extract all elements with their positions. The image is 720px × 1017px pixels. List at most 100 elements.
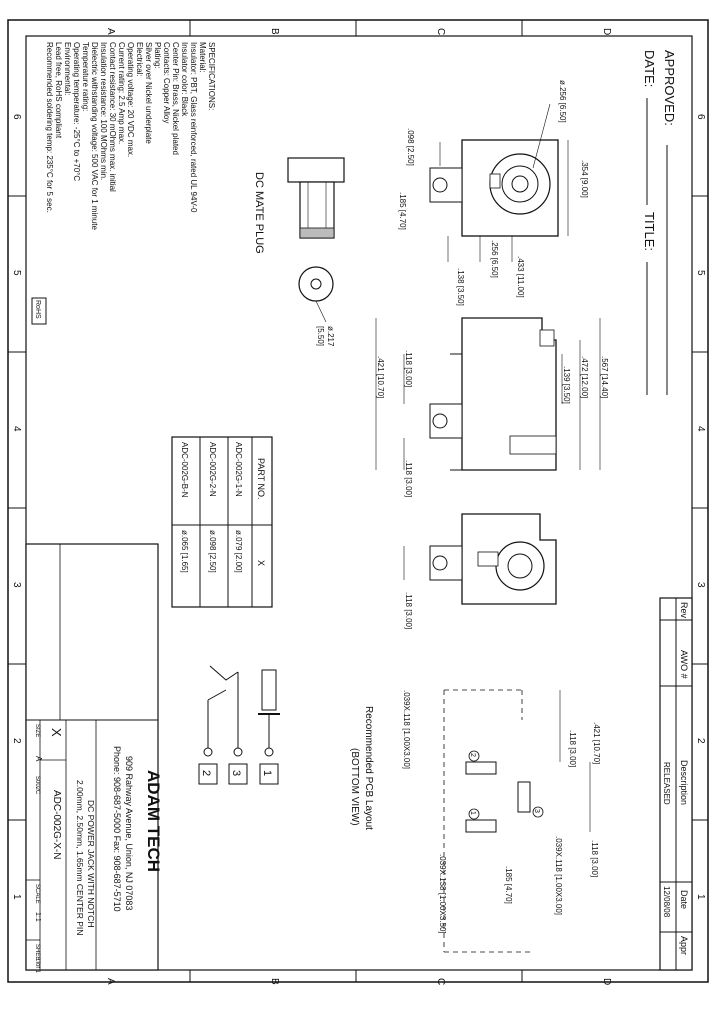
part-row-2-x: ø.098 [2.50] — [208, 530, 217, 573]
company-phone: Phone: 908-687-5000 Fax: 908-687-5710 — [112, 746, 122, 912]
dwg-no: S002C — [34, 776, 40, 795]
pcb-dim-7: .039X.138 [1.00X3.50] — [438, 854, 447, 934]
sheet-label: SHEET — [34, 944, 40, 964]
part-table: PART NO. X ADC-002G-1-N ø.079 [2.00] ADC… — [171, 436, 273, 608]
rev-date: 12/08/08 — [662, 886, 671, 918]
approved-label: APPROVED: — [662, 50, 677, 126]
schematic-pin-3: 3 — [230, 770, 242, 776]
zone-number-6-left: 6 — [11, 114, 22, 120]
pcb-subtitle: (BOTTOM VIEW) — [349, 748, 360, 826]
front-view: .118 [3.00] — [403, 513, 557, 629]
zone-number-6-right: 6 — [695, 114, 706, 120]
mate-plug-label: DC MATE PLUG — [253, 172, 265, 254]
drawing-part-no: ADC-002G-X-N — [51, 790, 62, 859]
zone-number-4-left: 4 — [11, 426, 22, 432]
spec-line-3: Insulator color: Black — [180, 42, 189, 117]
pcb-dim-6: .185 [4.70] — [504, 866, 513, 904]
spec-line-14: Temperature rating: — [81, 42, 90, 111]
part-row-2-pn: ADC-002G-2-N — [208, 442, 217, 497]
x-mark: X — [49, 728, 64, 737]
top-dim-6: .433 [11.00] — [516, 256, 525, 298]
rev-header-awo: AWO # — [679, 650, 689, 679]
schematic: 1 3 2 — [198, 665, 280, 785]
pcb-layout: Recommended PCB Layout (BOTTOM VIEW) 2 1… — [349, 689, 601, 953]
spec-line-13: Dielectric withstanding voltage: 500 VAC… — [90, 42, 99, 230]
spec-line-18: Recommended soldering temp: 235°C for 5 … — [45, 42, 54, 213]
spec-line-10: Current rating: 2.5 Amp max. — [117, 42, 126, 144]
spec-line-5: Contacts: Copper Alloy — [162, 42, 171, 123]
rev-header-date: Date — [679, 890, 689, 909]
zone-number-5-right: 5 — [695, 270, 706, 276]
side-dim-6: .118 [3.00] — [404, 460, 413, 497]
zone-number-2-left: 2 — [11, 738, 22, 744]
outer-frame — [7, 19, 709, 983]
pcb-dim-3: .118 [3.00] — [568, 730, 577, 767]
zone-letter-d-top: D — [601, 28, 612, 35]
front-dim-1: .118 [3.00] — [404, 592, 413, 629]
part-row-1-pn: ADC-002G-1-N — [234, 442, 243, 497]
spec-line-8: Electrical: — [135, 42, 144, 77]
zone-letter-b-bottom: B — [269, 978, 280, 985]
spec-line-1: Material: — [198, 42, 207, 73]
specifications: SPECIFICATIONS: Material: Insulator: PBT… — [45, 42, 216, 230]
mate-plug-dim-mm: [5.50] — [316, 326, 325, 346]
zone-letter-a-bottom: A — [105, 978, 116, 985]
zone-letter-d-bottom: D — [601, 978, 612, 985]
size-value: A — [34, 756, 43, 762]
rohs-logo: RoHS — [31, 297, 47, 325]
spec-line-9: Operating voltage: 20 VDC max. — [126, 42, 135, 157]
zone-letter-c-top: C — [435, 28, 446, 35]
part-row-3-pn: ADC-002G-B-N — [180, 442, 189, 498]
pcb-title: Recommended PCB Layout — [363, 706, 374, 830]
spec-line-17: Lead free, RoHS compliant — [54, 42, 63, 139]
pcb-pad-2-label: 2 — [469, 753, 476, 757]
part-row-1-x: ø.079 [2.00] — [234, 530, 243, 573]
date-label: DATE: — [642, 50, 657, 87]
top-view: ø.256 [6.50] .098 [2.50] .354 [9.00] .18… — [398, 80, 589, 306]
scale-label: SCALE — [34, 884, 40, 904]
zone-letter-b-top: B — [269, 28, 280, 35]
spec-line-0: SPECIFICATIONS: — [207, 42, 216, 110]
zone-number-4-right: 4 — [695, 426, 706, 432]
size-label: SIZE — [34, 724, 40, 737]
part-table-header-part: PART NO. — [256, 458, 266, 500]
zone-letter-a-top: A — [105, 28, 116, 35]
zone-numbers-left: 6 5 4 3 2 1 — [11, 114, 22, 900]
spec-line-4: Center Pin: Brass, Nickel plated — [171, 42, 180, 155]
revision-table: Rev AWO # Description Date Appr RELEASED… — [659, 597, 693, 971]
part-table-header-x: X — [256, 560, 266, 566]
scale-value: 1:1 — [34, 912, 41, 922]
title-block: ADAM TECH 909 Rahway Avenue, Union, NJ 0… — [25, 543, 163, 974]
zone-number-1-left: 1 — [11, 894, 22, 900]
rohs-text: RoHS — [34, 300, 41, 319]
schematic-pin-2: 2 — [200, 770, 212, 776]
top-dim-7: .138 [3.50] — [456, 268, 465, 306]
zone-number-2-right: 2 — [695, 738, 706, 744]
zone-number-3-left: 3 — [11, 582, 22, 588]
company-address: 909 Rahway Avenue, Union, NJ 07083 — [124, 756, 134, 910]
top-dim-5: .256 [6.50] — [490, 240, 499, 278]
zone-letter-c-bottom: C — [435, 978, 446, 985]
title-label: TITLE: — [642, 212, 657, 251]
zone-number-3-right: 3 — [695, 582, 706, 588]
pcb-dim-1: .039X.118 [1.00X3.00] — [402, 690, 411, 769]
zone-number-1-right: 1 — [695, 894, 706, 900]
spec-line-11: Contact resistance: 30 mOhms max. initia… — [108, 42, 117, 192]
side-dim-5: .118 [3.00] — [404, 350, 413, 387]
rev-header-rev: Rev — [679, 602, 689, 619]
side-dim-3: .139 [3.50] — [562, 366, 571, 404]
side-dim-1: .567 [14.40] — [600, 356, 609, 398]
zone-letters-top: A B C D — [105, 28, 612, 35]
zone-letters-bottom: A B C D — [105, 978, 612, 985]
side-dim-2: .472 [12.00] — [580, 356, 589, 398]
part-row-3-x: ø.065 [1.65] — [180, 530, 189, 573]
top-dim-4: .185 [4.70] — [398, 192, 407, 230]
approval-block: APPROVED: DATE: TITLE: — [642, 50, 677, 395]
spec-line-16: Environmental: — [63, 42, 72, 95]
top-dim-1: ø.256 [6.50] — [558, 80, 567, 123]
top-dim-2: .098 [2.50] — [406, 128, 415, 166]
spec-line-2: Insulator: PBT, Glass reinforced, rated … — [189, 42, 198, 213]
mate-plug-dim: ø.217 — [326, 326, 335, 347]
